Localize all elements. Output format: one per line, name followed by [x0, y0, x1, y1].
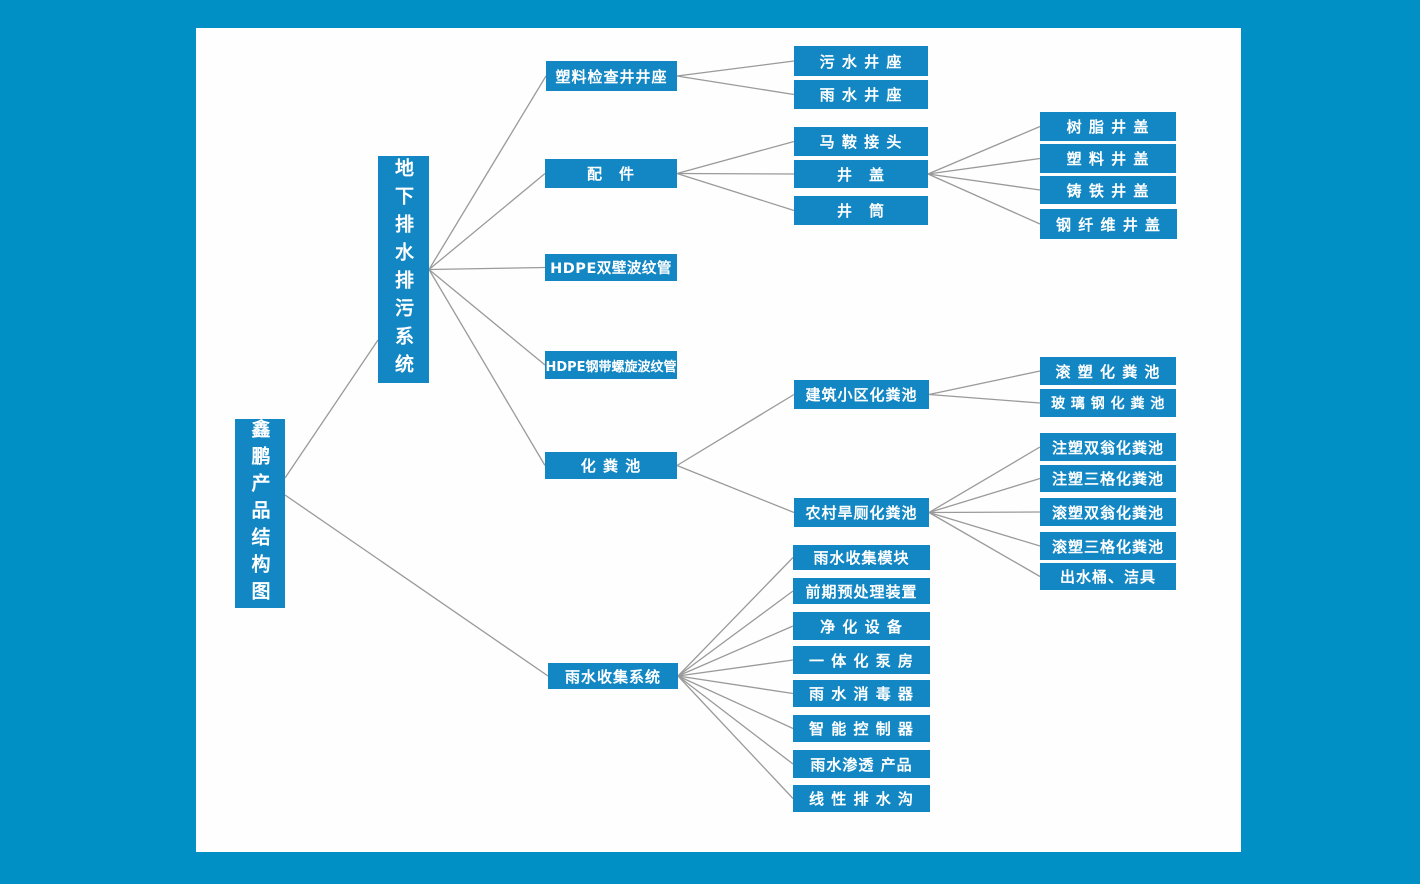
connector-line — [676, 172, 795, 175]
connector-line — [927, 173, 1041, 191]
connector-line — [928, 370, 1041, 396]
connector-line — [677, 625, 794, 677]
connector-line — [428, 266, 546, 271]
connector-line — [428, 75, 547, 270]
connector-line — [928, 393, 1041, 404]
connector-line — [928, 511, 1041, 578]
connector-line — [677, 659, 794, 677]
connector-line — [927, 125, 1041, 175]
connector-line — [677, 675, 794, 765]
connector-line — [284, 494, 549, 677]
connector-line — [676, 60, 795, 77]
connector-line — [927, 157, 1041, 175]
connector-line — [428, 172, 546, 271]
connector-line — [677, 675, 794, 799]
connector-line — [676, 464, 795, 514]
connector-line — [677, 675, 794, 730]
connector-line — [676, 393, 795, 467]
connector-line — [676, 172, 795, 212]
connector-line — [676, 75, 795, 96]
connector-line — [677, 590, 794, 677]
connector-line — [928, 511, 1041, 514]
connector-line — [928, 511, 1041, 547]
connector-line — [928, 446, 1041, 514]
connector-line — [428, 269, 546, 466]
connector-line — [928, 477, 1041, 514]
connector-line — [927, 173, 1041, 225]
connector-line — [677, 557, 794, 677]
connector-line — [284, 339, 379, 479]
connector-line — [676, 140, 795, 175]
connector-line — [428, 268, 546, 366]
connector-line — [677, 675, 794, 695]
